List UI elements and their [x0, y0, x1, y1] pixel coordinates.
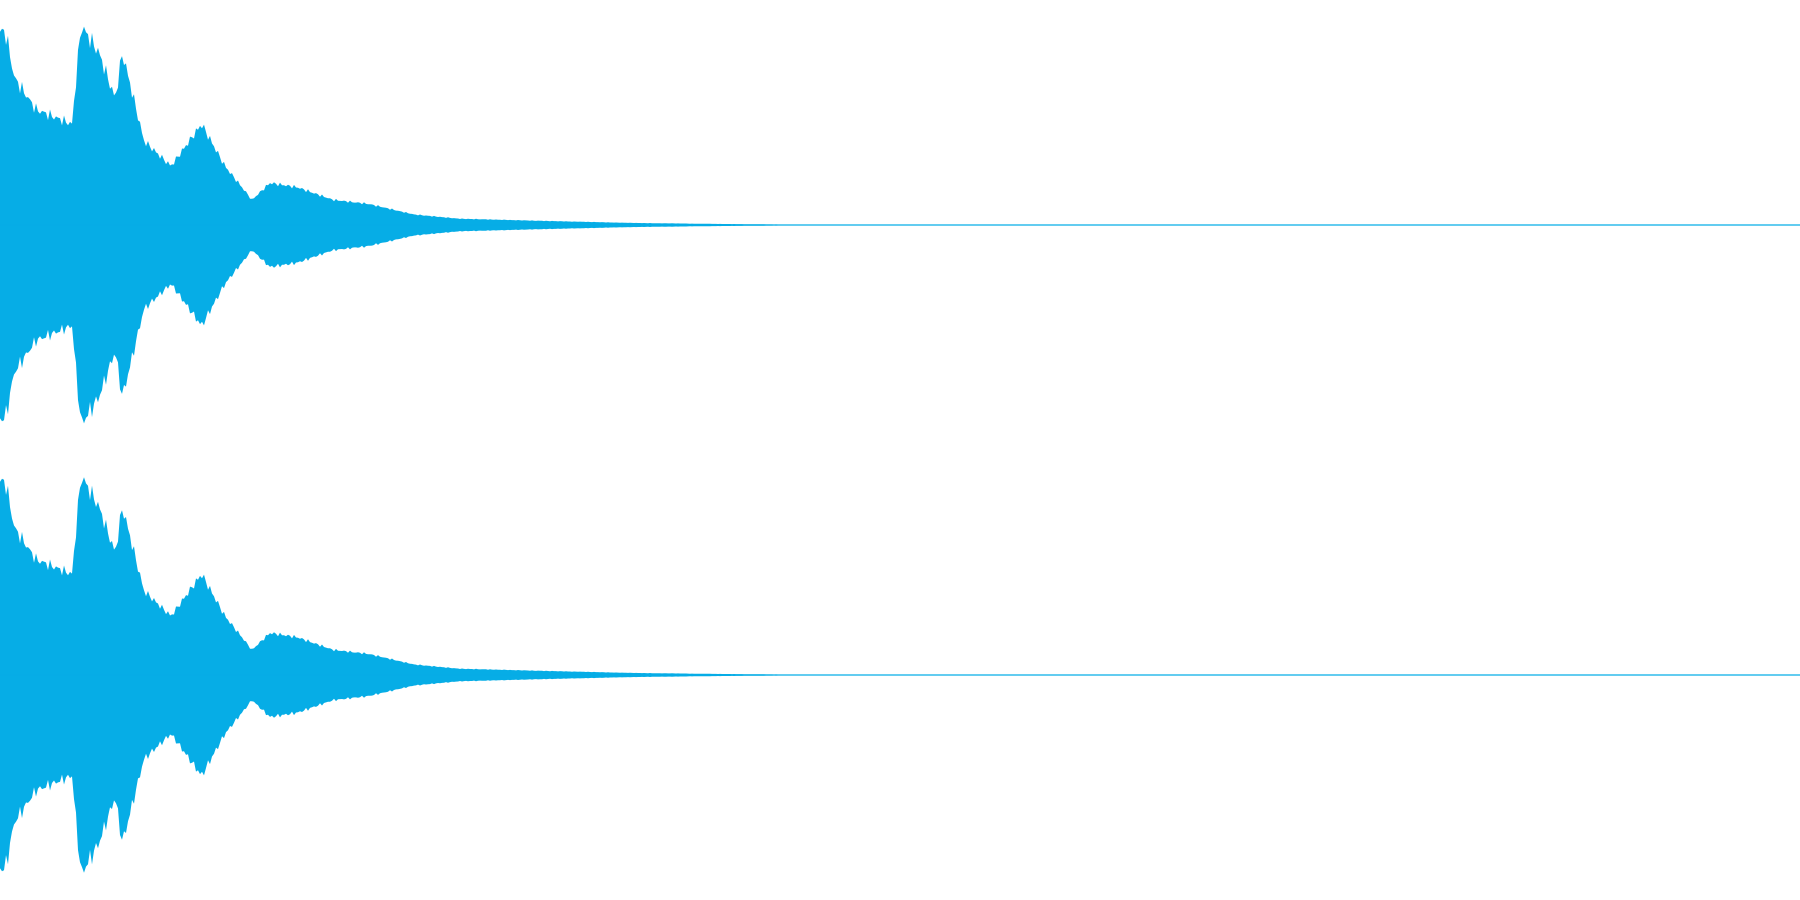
waveform-channel-left: [0, 26, 1800, 424]
waveform-channel-right: [0, 477, 1800, 873]
